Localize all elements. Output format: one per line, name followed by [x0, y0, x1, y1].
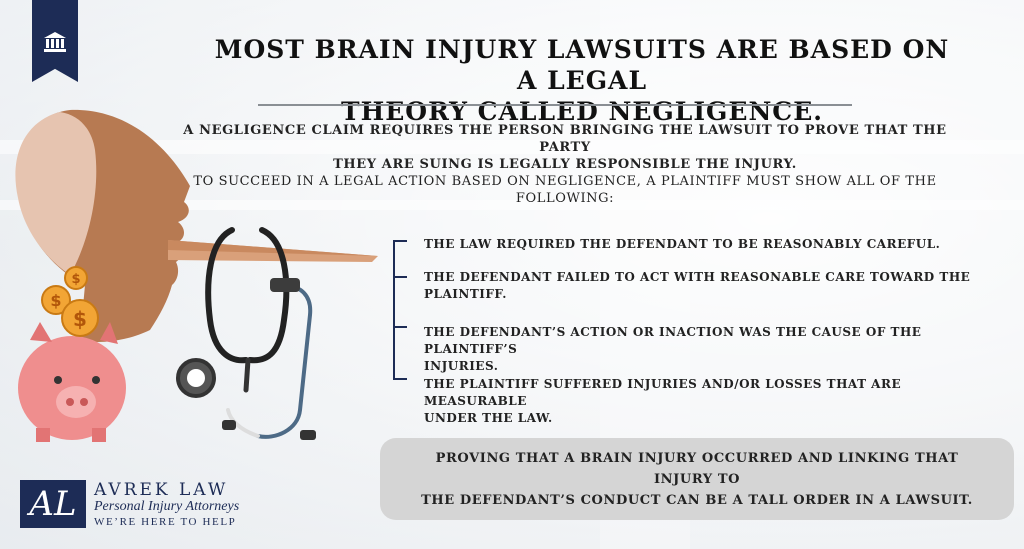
list-item-line: PLAINTIFF. — [424, 287, 507, 301]
list-item: THE DEFENDANT FAILED TO ACT WITH REASONA… — [424, 269, 984, 303]
intro-bold-line-1: A NEGLIGENCE CLAIM REQUIRES THE PERSON B… — [183, 123, 947, 155]
logo-tagline: WE’RE HERE TO HELP — [94, 516, 237, 528]
page-title: MOST BRAIN INJURY LAWSUITS ARE BASED ON … — [200, 34, 964, 127]
list-item-line: THE DEFENDANT’S ACTION OR INACTION WAS T… — [424, 325, 922, 356]
list-item-line: UNDER THE LAW. — [424, 411, 553, 425]
list-tick — [393, 326, 407, 328]
callout-box: PROVING THAT A BRAIN INJURY OCCURRED AND… — [380, 438, 1014, 520]
callout-text: PROVING THAT A BRAIN INJURY OCCURRED AND… — [407, 448, 987, 511]
head-profile-icon — [15, 109, 378, 342]
list-item: THE PLAINTIFF SUFFERED INJURIES AND/OR L… — [424, 376, 984, 427]
list-item: THE LAW REQUIRED THE DEFENDANT TO BE REA… — [424, 236, 984, 253]
list-item-line: INJURIES. — [424, 359, 499, 373]
title-line-1: MOST BRAIN INJURY LAWSUITS ARE BASED ON … — [214, 35, 950, 95]
intro-regular-line-1: TO SUCCEED IN A LEGAL ACTION BASED ON NE… — [193, 174, 937, 189]
title-line-2: THEORY CALLED NEGLIGENCE. — [341, 97, 823, 126]
intro-bold-line-2: THEY ARE SUING IS LEGALLY RESPONSIBLE TH… — [333, 157, 797, 172]
list-item-line: THE PLAINTIFF SUFFERED INJURIES AND/OR L… — [424, 377, 902, 408]
list-tick — [393, 276, 407, 278]
coin-symbol: $ — [73, 307, 87, 331]
intro-regular-line-2: FOLLOWING: — [515, 191, 615, 206]
courthouse-icon — [44, 32, 66, 52]
list-tick — [393, 378, 407, 380]
intro-text: A NEGLIGENCE CLAIM REQUIRES THE PERSON B… — [180, 122, 950, 207]
logo-subtitle: Personal Injury Attorneys — [94, 499, 240, 514]
list-item-line: THE DEFENDANT FAILED TO ACT WITH REASONA… — [424, 270, 971, 284]
title-divider — [258, 104, 852, 106]
callout-line-1: PROVING THAT A BRAIN INJURY OCCURRED AND… — [435, 450, 959, 487]
stethoscope-icon — [176, 227, 316, 440]
avrek-law-logo[interactable]: AL AVREK LAW Personal Injury Attorneys W… — [20, 480, 270, 532]
list-item: THE DEFENDANT’S ACTION OR INACTION WAS T… — [424, 324, 984, 375]
logo-name: AVREK LAW — [94, 480, 229, 500]
logo-mark: AL — [20, 480, 86, 528]
list-tick — [393, 240, 407, 242]
callout-line-2: THE DEFENDANT’S CONDUCT CAN BE A TALL OR… — [421, 492, 973, 508]
piggy-bank-icon — [18, 322, 126, 442]
coin-symbol: $ — [71, 272, 80, 287]
dollar-coin-icon: $ $ $ — [41, 266, 99, 337]
courthouse-ribbon — [32, 0, 78, 82]
coin-symbol: $ — [50, 291, 61, 310]
list-bracket — [393, 240, 407, 380]
list-item-line: THE LAW REQUIRED THE DEFENDANT TO BE REA… — [424, 237, 941, 251]
illustration: $ $ $ — [0, 90, 400, 454]
